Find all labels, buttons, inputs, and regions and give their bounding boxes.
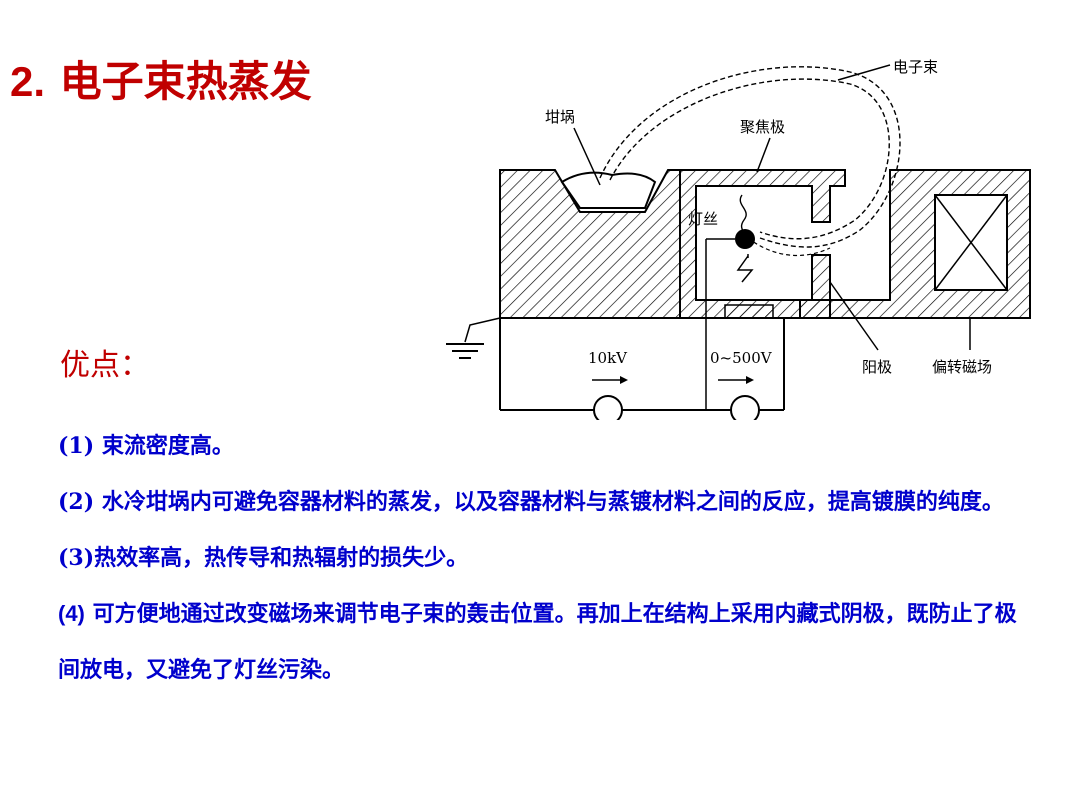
label-deflection-field: 偏转磁场 xyxy=(932,358,992,376)
list-item: (2) 水冷坩埚内可避免容器材料的蒸发，以及容器材料与蒸镀材料之间的反应，提高镀… xyxy=(58,489,1004,515)
label-anode: 阳极 xyxy=(862,358,892,376)
ground-wire xyxy=(464,317,501,343)
label-filament: 灯丝 xyxy=(688,210,718,228)
label-focusing-electrode: 聚焦极 xyxy=(740,118,785,136)
list-item: (1) 束流密度高。 xyxy=(58,433,234,459)
ground-icon xyxy=(446,343,484,359)
electron-beam-evaporation-diagram: 电子束 坩埚 聚焦极 灯丝 阳极 偏转磁场 10kV 0~500V xyxy=(446,58,1031,420)
list-item: (3)热效率高，热传导和热辐射的损失少。 xyxy=(58,545,469,571)
label-10kv: 10kV xyxy=(588,349,628,367)
page-title: 2. 电子束热蒸发 xyxy=(10,48,312,109)
label-0-500v: 0~500V xyxy=(710,349,773,367)
advantages-list: (1) 束流密度高。 (2) 水冷坩埚内可避免容器材料的蒸发，以及容器材料与蒸镀… xyxy=(58,418,1018,698)
label-crucible: 坩埚 xyxy=(545,108,575,126)
label-electron-beam: 电子束 xyxy=(893,58,938,76)
evaporant xyxy=(560,171,657,209)
arrow-right-icon xyxy=(746,376,754,384)
power-supply-0-500v xyxy=(730,395,760,420)
title-text: 电子束热蒸发 xyxy=(59,57,312,106)
anode-plate xyxy=(724,304,774,319)
list-item: (4) 可方便地通过改变磁场来调节电子束的轰击位置。再加上在结构上采用内藏式阴极… xyxy=(58,601,1017,683)
cathode-dot xyxy=(735,229,755,249)
electron-beam-path xyxy=(599,66,901,248)
power-supply-10kv xyxy=(593,395,623,420)
focusing-electrode-frame xyxy=(679,169,846,319)
title-number: 2. xyxy=(10,58,46,105)
arrow-right-icon xyxy=(620,376,628,384)
advantages-heading: 优点： xyxy=(60,348,150,383)
